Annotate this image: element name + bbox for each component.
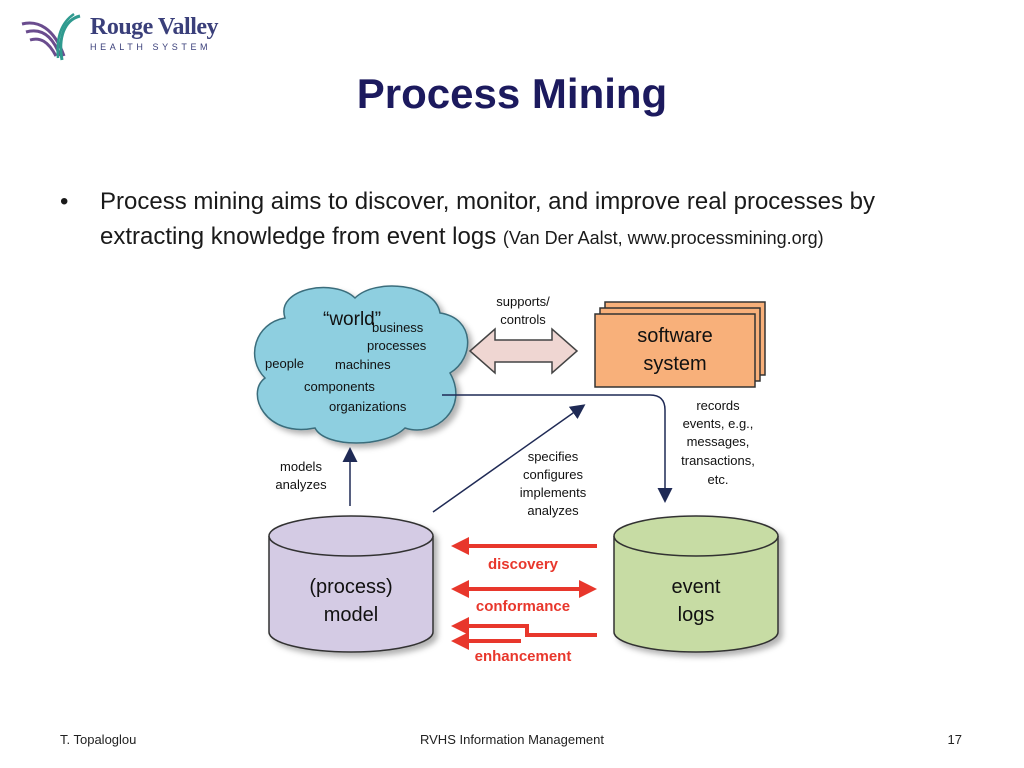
models-label: models	[280, 459, 322, 474]
world-item-business: business	[372, 320, 424, 335]
supports-label: supports/	[496, 294, 550, 309]
configures-label: configures	[523, 467, 583, 482]
records-events-label: events, e.g.,	[683, 416, 754, 431]
world-item-processes: processes	[367, 338, 427, 353]
process-model-cylinder	[268, 515, 434, 653]
world-item-organizations: organizations	[329, 399, 407, 414]
footer-center: RVHS Information Management	[419, 732, 605, 747]
enhancement-label: enhancement	[475, 648, 572, 665]
bullet-citation: (Van Der Aalst, www.processmining.org)	[502, 228, 824, 248]
controls-label: controls	[500, 312, 546, 327]
records-messages-label: messages,	[687, 434, 750, 449]
footer-page-number: 17	[947, 732, 962, 747]
model-label: model	[324, 604, 378, 626]
records-label: records	[696, 398, 740, 413]
records-arrow	[442, 394, 673, 503]
logo-name: Rouge Valley	[90, 14, 219, 40]
software-label: software	[637, 325, 713, 347]
implements-label: implements	[520, 485, 587, 500]
logo: Rouge Valley HEALTH SYSTEM	[18, 10, 219, 66]
discovery-arrow	[451, 537, 597, 555]
bullet-text: Process mining aims to discover, monitor…	[100, 188, 875, 250]
process-mining-diagram: “world” business processes people machin…	[254, 285, 779, 665]
world-item-people: people	[265, 356, 304, 371]
specifies-arrow	[432, 404, 586, 513]
conformance-arrow	[451, 580, 597, 598]
slide-title: Process Mining	[356, 70, 668, 117]
event-logs-cylinder	[613, 515, 779, 653]
analyzes-label-2: analyzes	[527, 503, 579, 518]
conformance-label: conformance	[476, 598, 570, 615]
event-label: event	[672, 576, 721, 598]
discovery-label: discovery	[488, 556, 559, 573]
software-system-box	[594, 313, 756, 388]
records-etc-label: etc.	[708, 472, 729, 487]
bullet-dot-icon: •	[60, 188, 69, 215]
system-label: system	[643, 353, 706, 375]
supports-controls-double-arrow	[468, 327, 579, 375]
process-label: (process)	[309, 576, 392, 598]
world-cloud	[254, 285, 469, 444]
bullet-item: • Process mining aims to discover, monit…	[60, 184, 960, 256]
enhancement-arrow	[451, 617, 597, 650]
specifies-label: specifies	[528, 449, 579, 464]
footer-author: T. Topaloglou	[60, 732, 137, 747]
analyzes-label: analyzes	[275, 477, 327, 492]
logo-subtitle: HEALTH SYSTEM	[90, 42, 212, 52]
world-title: “world”	[323, 309, 381, 330]
records-transactions-label: transactions,	[681, 453, 755, 468]
logo-swoosh-icon	[21, 12, 81, 61]
world-item-machines: machines	[335, 357, 391, 372]
logs-label: logs	[678, 604, 715, 626]
world-item-components: components	[304, 379, 375, 394]
